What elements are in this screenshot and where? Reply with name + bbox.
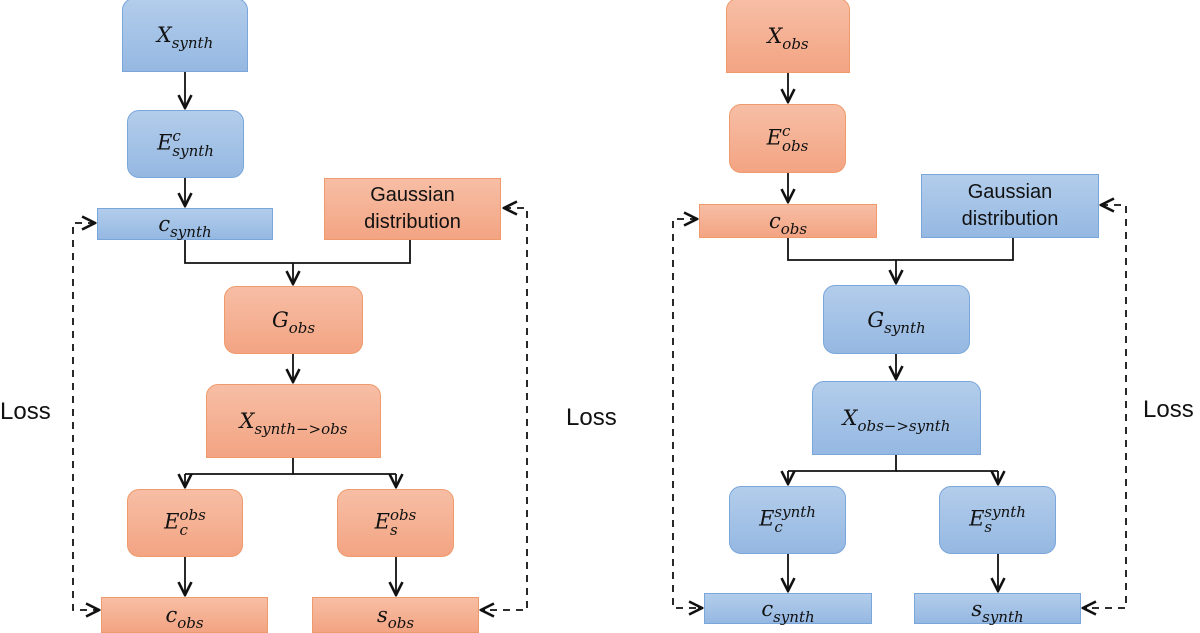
label-base: E <box>164 509 180 534</box>
label-sub: synth <box>884 318 926 337</box>
node-x-synth: Xsynth <box>122 0 248 72</box>
label-sub: synth <box>773 607 815 626</box>
label-base: E <box>969 506 985 531</box>
label-base: E <box>766 125 782 149</box>
node-gaussian-left: Gaussian distribution <box>324 178 501 240</box>
node-translated-obs-to-synth: Xobs−>synth <box>812 381 981 455</box>
label-base: E <box>157 130 173 155</box>
node-x-obs: Xobs <box>726 0 850 73</box>
label-base: E <box>374 509 390 534</box>
label-sup: obs <box>179 506 206 524</box>
label-base: X <box>156 23 172 47</box>
label-sub: synth <box>172 142 214 160</box>
label-base: E <box>759 506 775 531</box>
label-sub: s <box>984 518 993 536</box>
label-sup: synth <box>984 503 1026 521</box>
split-line-left <box>185 458 294 475</box>
label-sub: s <box>390 521 398 539</box>
node-translated-synth-to-obs: Xsynth−>obs <box>206 384 381 458</box>
label-line2: distribution <box>961 208 1059 230</box>
label-sub: obs <box>288 319 316 337</box>
label-base: X <box>767 23 783 48</box>
node-out-content-synth: csynth <box>704 593 872 626</box>
label-sup: c <box>782 121 791 140</box>
label-base: X <box>842 406 858 430</box>
label-sup: c <box>172 127 181 145</box>
label-line1: Gaussian <box>370 184 455 206</box>
loss-label-left: Loss <box>0 398 51 425</box>
label-sub: obs <box>780 220 808 238</box>
label-sub: obs <box>782 34 809 53</box>
label-base: G <box>867 307 885 332</box>
label-base: c <box>768 209 781 233</box>
node-out-style-synth: ssynth <box>914 593 1081 626</box>
label-sub: obs−>synth <box>857 417 951 435</box>
node-content-code-synth: csynth <box>97 208 273 241</box>
loss-loop-content-right <box>672 218 702 609</box>
loss-loop-style-left <box>481 207 528 611</box>
label-sup: synth <box>774 503 816 521</box>
label-base: s <box>971 596 983 621</box>
label-sup: obs <box>390 506 417 524</box>
label-sub: c <box>179 521 188 539</box>
loss-loop-style-right <box>1083 204 1127 609</box>
merge-line-left <box>184 240 411 264</box>
loss-label-right: Loss <box>1143 396 1194 423</box>
label-sub: synth <box>982 607 1024 626</box>
split-line-right <box>788 455 897 472</box>
label-sub: obs <box>387 614 415 632</box>
label-base: c <box>158 212 171 236</box>
label-sub: synth <box>171 34 214 52</box>
label-sub: c <box>774 518 783 536</box>
merge-line-right <box>787 238 1014 261</box>
label-sub: obs <box>177 614 204 632</box>
label-sub: synth−>obs <box>254 420 348 438</box>
loss-label-middle: Loss <box>566 404 617 431</box>
label-base: c <box>761 596 774 621</box>
label-base: G <box>271 308 289 332</box>
label-base: X <box>239 409 255 433</box>
label-sub: synth <box>170 223 212 241</box>
node-content-code-obs: cobs <box>699 204 877 238</box>
label-line2: distribution <box>364 211 461 233</box>
label-base: c <box>165 603 178 627</box>
node-generator-synth: Gsynth <box>823 285 970 354</box>
label-sub: obs <box>782 136 809 155</box>
label-line1: Gaussian <box>967 181 1053 203</box>
node-generator-obs: Gobs <box>224 286 363 354</box>
node-gaussian-right: Gaussian distribution <box>921 174 1099 238</box>
loss-loop-content-left <box>72 222 99 611</box>
label-base: s <box>376 603 388 627</box>
